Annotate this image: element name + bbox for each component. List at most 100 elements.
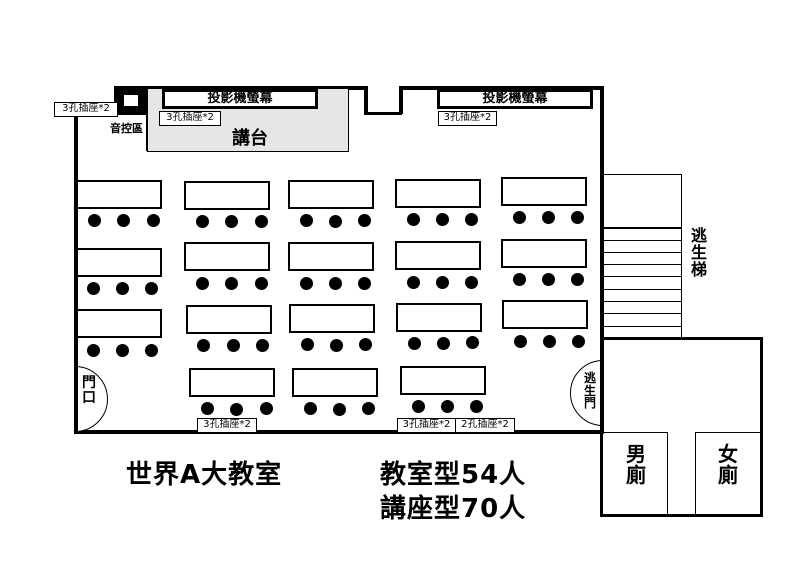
outlet-tag-podium: 3孔插座*2 [159,111,221,126]
outlet-tag-top-right: 3孔插座*2 [438,111,497,126]
table [395,179,481,208]
wall-notch-bottom [364,112,402,115]
mens-restroom [602,432,668,516]
table [288,242,374,271]
stair-step [602,227,682,229]
seat [300,214,313,227]
seat [230,403,243,416]
seat [196,215,209,228]
seat [225,277,238,290]
seat [513,273,526,286]
emergency-stairs-label: 逃生梯 [690,226,707,279]
seat [408,337,421,350]
wall-notch-right [399,86,403,114]
wall-top-right [399,86,604,90]
seat [116,282,129,295]
seat [543,335,556,348]
stair-step [602,326,682,327]
sound-control-box-inner [124,95,138,106]
table [395,241,481,270]
seat [470,400,483,413]
seat [330,339,343,352]
table [400,366,486,395]
seat [88,214,101,227]
seat [145,344,158,357]
wall-notch-left [364,86,368,114]
seat [436,276,449,289]
seat [301,338,314,351]
wall-top-left [114,86,366,90]
table [292,368,378,397]
seat [465,213,478,226]
stair-step [602,252,682,253]
projector-screen-left: 投影機螢幕 [162,89,318,109]
seat [412,400,425,413]
seat [571,273,584,286]
seat [514,335,527,348]
seat [87,282,100,295]
table [189,368,275,397]
outlet-tag-top-left: 3孔插座*2 [54,102,118,117]
stair-step [602,276,682,277]
seat [333,403,346,416]
stair-step [602,240,682,241]
table [184,181,270,210]
wall-left-upper [114,86,118,114]
wall-right [600,86,604,434]
seat [87,344,100,357]
seat [300,277,313,290]
capacity-lecture: 講座型70人 [380,494,527,524]
seat [542,211,555,224]
wall-bottom [74,430,604,434]
restroom-block [600,337,763,517]
podium-label: 講台 [232,128,268,149]
seat [362,402,375,415]
seat [571,211,584,224]
entrance-door-wall [74,366,78,432]
room-name: 世界A大教室 [126,460,283,490]
womens-restroom-label: 女廁 [718,442,738,487]
seat [436,213,449,226]
stair-step [602,301,682,302]
seat [116,344,129,357]
womens-restroom [695,432,761,516]
sound-control-label: 音控區 [110,122,143,135]
seat [197,339,210,352]
seat [466,336,479,349]
seat [465,276,478,289]
table [288,180,374,209]
table [186,305,272,334]
seat [329,277,342,290]
mens-restroom-label: 男廁 [626,442,646,487]
seat [407,276,420,289]
entrance-label: 門口 [82,375,96,406]
table [76,309,162,338]
seat [147,214,160,227]
seat [304,402,317,415]
seat [513,211,526,224]
stair-step [602,313,682,314]
outlet-tag-bottom-3: 2孔插座*2 [455,418,515,433]
seat [255,215,268,228]
table [396,303,482,332]
emergency-exit-label: 逃生門 [583,371,596,411]
table [501,177,587,206]
seat [227,339,240,352]
seat [358,214,371,227]
table [502,300,588,329]
table [289,304,375,333]
seat [117,214,130,227]
table [76,248,162,277]
seat [255,277,268,290]
outlet-tag-bottom-1: 3孔插座*2 [197,418,257,433]
seat [359,338,372,351]
stair-step [602,264,682,265]
seat [358,277,371,290]
seat [542,273,555,286]
emergency-stairs [602,174,682,339]
seat [441,400,454,413]
seat [256,339,269,352]
seat [572,335,585,348]
seat [196,277,209,290]
outlet-tag-bottom-2: 3孔插座*2 [397,418,456,433]
